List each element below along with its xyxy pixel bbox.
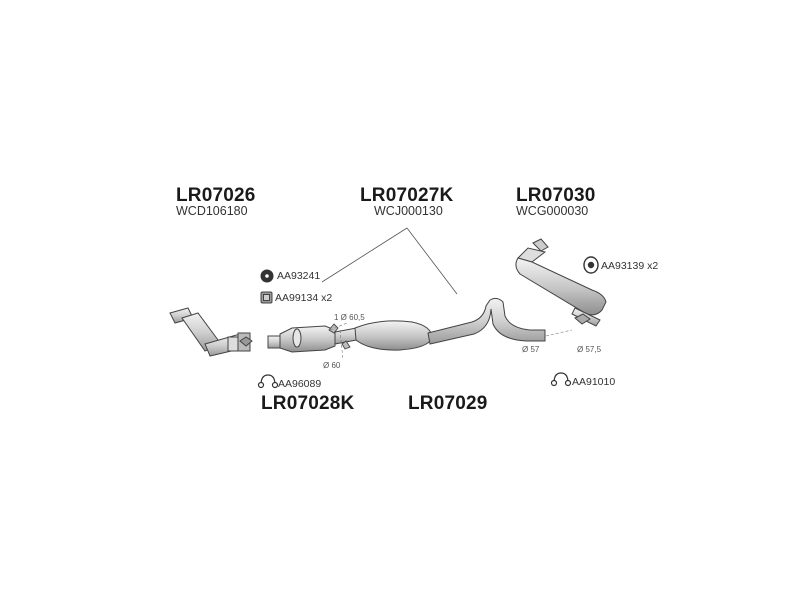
hanger-icon <box>257 374 279 389</box>
accessory-code-aa93139: AA93139 x2 <box>601 260 659 272</box>
part-code-lr07026: LR07026 <box>176 185 256 206</box>
part-code-lr07029: LR07029 <box>408 393 488 414</box>
part-code-lr07030: LR07030 <box>516 185 596 206</box>
dimension-label-d1: 1 Ø 60,5 <box>334 313 365 322</box>
catalytic-converter <box>267 325 336 353</box>
dimension-guides <box>329 322 573 361</box>
accessory-code-aa96089: AA96089 <box>278 378 322 390</box>
part-ref-lr07030: WCG000030 <box>516 204 589 218</box>
dimension-label-d3: Ø 57 <box>522 345 540 354</box>
part-code-lr07028k: LR07028K <box>261 393 355 414</box>
hanger-icon <box>550 372 572 387</box>
clamp-icon <box>260 269 274 283</box>
accessory-code-aa91010: AA91010 <box>572 376 616 388</box>
rear-silencer <box>515 238 607 327</box>
part-ref-lr07027k: WCJ000130 <box>374 204 443 218</box>
dimension-label-d4: Ø 57,5 <box>577 345 602 354</box>
part-ref-lr07026: WCD106180 <box>176 204 248 218</box>
leader-lines <box>321 227 458 295</box>
dimension-label-d2: Ø 60 <box>323 361 341 370</box>
front-flange-clamp <box>227 336 253 352</box>
accessory-code-aa99134: AA99134 x2 <box>275 292 333 304</box>
middle-box-brackets <box>328 323 351 350</box>
part-code-lr07027k: LR07027K <box>360 185 454 206</box>
middle-section-pipe <box>334 297 546 351</box>
accessory-code-aa93241: AA93241 <box>277 270 321 282</box>
clamp-icon <box>583 256 599 274</box>
rubber-mount-icon <box>260 291 273 304</box>
